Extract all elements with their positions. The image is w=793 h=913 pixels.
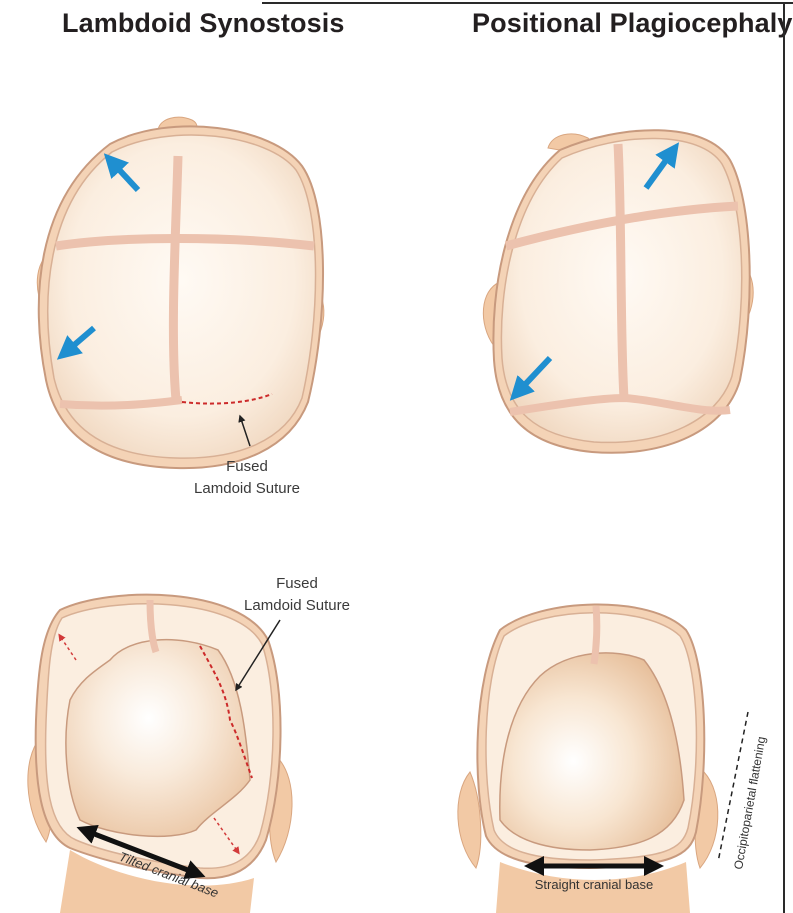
- label-fused-lambdoid-top: Fused Lamdoid Suture: [172, 456, 322, 500]
- straight-base-label: Straight cranial base: [535, 877, 654, 892]
- skull-top-view-lambdoid: [37, 117, 324, 468]
- label-fused-line1: Fused: [172, 456, 322, 478]
- sagittal-suture: [594, 606, 597, 664]
- label-fused-line1: Fused: [222, 573, 372, 595]
- sagittal-suture: [173, 156, 178, 400]
- skull-bone-inner: [48, 135, 316, 458]
- label-fused-lambdoid-bottom: Fused Lamdoid Suture: [222, 573, 372, 617]
- skull-back-view-plagiocephaly: Straight cranial base Occipitoparietal f…: [458, 604, 769, 913]
- flattening-label: Occipitoparietal flattening: [731, 735, 768, 870]
- label-fused-line2: Lamdoid Suture: [222, 595, 372, 617]
- skull-back-view-lambdoid: Tilted cranial base: [28, 595, 292, 913]
- sagittal-suture: [618, 144, 624, 398]
- label-fused-line2: Lamdoid Suture: [172, 478, 322, 500]
- skull-top-view-plagiocephaly: [483, 130, 753, 453]
